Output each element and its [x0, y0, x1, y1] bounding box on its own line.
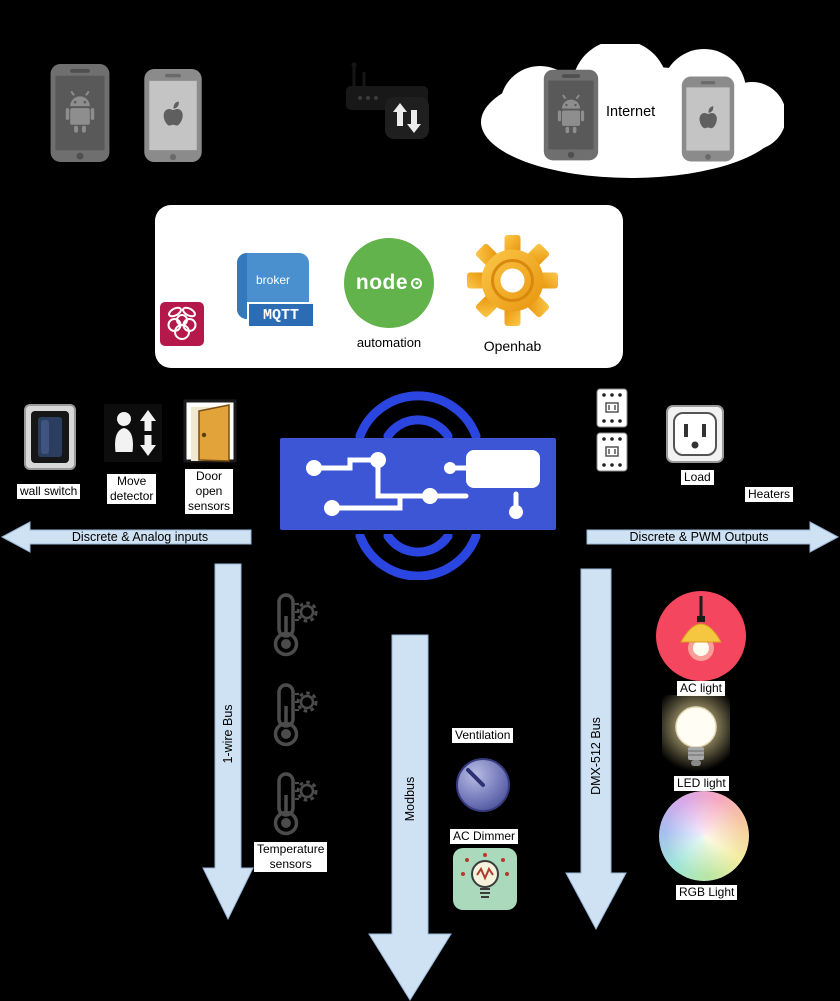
cloud-android-phone-icon — [542, 66, 600, 164]
rgb-light-icon — [659, 791, 749, 881]
pwm-outputs-arrow: Discrete & PWM Outputs — [586, 520, 840, 554]
move-detector-label: Move detector — [107, 474, 157, 504]
modbus-arrow: Modbus — [368, 634, 452, 1001]
mqtt-badge: MQTT — [247, 302, 315, 328]
temperature-sensors-label: Temperature sensors — [254, 842, 328, 872]
wall-switch-label: wall switch — [17, 484, 81, 499]
node-reg-icon — [411, 277, 423, 289]
analog-inputs-arrow: Discrete & Analog inputs — [0, 520, 252, 554]
led-light-label: LED light — [674, 776, 729, 791]
mqtt-spine — [237, 253, 247, 319]
thermometer-icon — [266, 592, 320, 658]
wall-switch-icon — [24, 404, 76, 470]
door-open-sensor-icon — [183, 399, 237, 463]
apple-phone-icon — [142, 67, 204, 164]
ac-dimmer-label: AC Dimmer — [450, 829, 518, 844]
ventilation-knob-icon — [456, 758, 510, 812]
modbus-label: Modbus — [403, 776, 417, 822]
power-outlet-icon — [666, 405, 724, 463]
heaters-label: Heaters — [745, 487, 794, 502]
relay-module-icon — [596, 432, 628, 472]
controller-pcb-icon — [280, 438, 556, 530]
openhab-gear-icon — [467, 235, 558, 326]
relay-module-icon — [596, 388, 628, 428]
node-red-icon: node — [344, 238, 434, 328]
onewire-bus-arrow-shape — [202, 563, 254, 921]
rgb-light-label: RGB Light — [676, 885, 738, 900]
onewire-bus-arrow: 1-wire Bus — [202, 563, 254, 921]
ac-dimmer-icon — [453, 848, 517, 910]
network-switch-icon — [385, 97, 429, 139]
ventilation-label: Ventilation — [452, 728, 514, 743]
door-sensors-label: Door open sensors — [185, 469, 234, 514]
thermometer-icon — [266, 771, 320, 837]
led-light-icon — [662, 695, 730, 779]
android-phone-icon — [48, 62, 112, 164]
server-software-box: broker MQTT node automation — [155, 205, 623, 368]
analog-inputs-arrow-shape — [0, 521, 252, 553]
led-bulb-shape — [675, 706, 717, 766]
move-detector-icon — [104, 404, 162, 462]
internet-cloud: Internet — [478, 44, 784, 180]
wifi-signal-bottom-icon — [355, 534, 481, 580]
thermometer-icon — [266, 682, 320, 748]
internet-label: Internet — [606, 104, 656, 120]
automation-label: automation — [356, 335, 422, 350]
ac-light-icon — [656, 591, 746, 681]
raspberry-pi-icon — [160, 302, 204, 346]
load-label: Load — [681, 470, 714, 485]
openhab-label: Openhab — [483, 338, 542, 354]
dmx-bus-arrow: DMX-512 Bus — [565, 568, 627, 931]
dmx-bus-label: DMX-512 Bus — [589, 717, 603, 796]
broker-label: broker — [255, 273, 290, 287]
analog-inputs-label: Discrete & Analog inputs — [71, 530, 209, 544]
dmx-bus-arrow-shape — [565, 568, 627, 931]
pwm-outputs-label: Discrete & PWM Outputs — [629, 530, 769, 544]
cloud-apple-phone-icon — [680, 74, 736, 164]
pwm-outputs-arrow-shape — [586, 521, 840, 553]
ac-light-label: AC light — [677, 681, 726, 696]
onewire-bus-label: 1-wire Bus — [221, 704, 235, 764]
wifi-signal-top-icon — [355, 391, 481, 438]
modbus-arrow-shape — [368, 634, 452, 1001]
node-label: node — [355, 271, 409, 294]
